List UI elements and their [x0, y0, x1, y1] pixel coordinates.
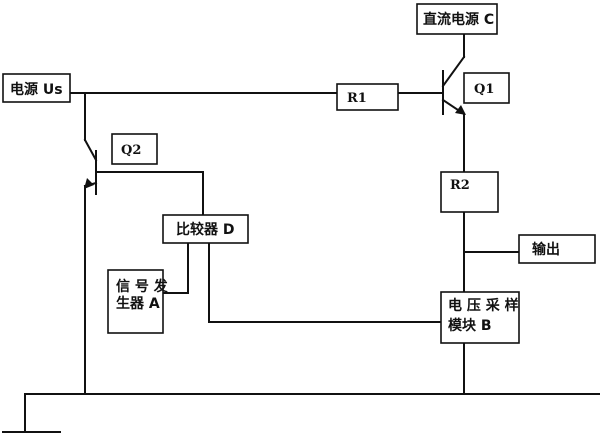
comparator-d-label: 比较器 D — [176, 221, 235, 238]
wire-comparator-signal — [162, 242, 189, 294]
power-us-box — [2, 73, 71, 103]
power-us-label: 电源 Us — [10, 81, 63, 98]
r1-box — [336, 83, 399, 111]
wire-q2-base-comparator — [95, 171, 204, 216]
voltage-sampler-label-line2: 模块 B — [448, 317, 492, 334]
output-box — [518, 234, 596, 264]
r2-box — [440, 171, 499, 213]
q1-emitter-arrow — [455, 105, 466, 115]
voltage-sampler-label-line1: 电 压 采 样 — [448, 297, 519, 314]
signal-generator-label-line2: 生器 A — [116, 295, 160, 312]
q2-label: Q2 — [121, 143, 141, 158]
dc-source-c-box — [416, 3, 498, 35]
r2-label: R2 — [450, 178, 470, 193]
wire-comparator-sampler — [208, 242, 442, 323]
output-label: 输出 — [532, 241, 560, 258]
r1-label: R1 — [347, 91, 367, 106]
comparator-d-box — [162, 214, 249, 244]
voltage-sampler-b-box — [440, 291, 520, 344]
transistor-q2-symbol — [83, 138, 98, 195]
signal-generator-a-box — [107, 269, 164, 334]
q1-label-box — [463, 72, 510, 104]
transistor-q1-symbol — [441, 55, 466, 116]
q2-label-box — [111, 133, 158, 165]
q2-emitter-arrow — [84, 178, 94, 189]
q1-label: Q1 — [474, 82, 494, 97]
dc-source-c-label: 直流电源 C — [423, 11, 494, 28]
signal-generator-label-line1: 信 号 发 — [116, 278, 169, 295]
